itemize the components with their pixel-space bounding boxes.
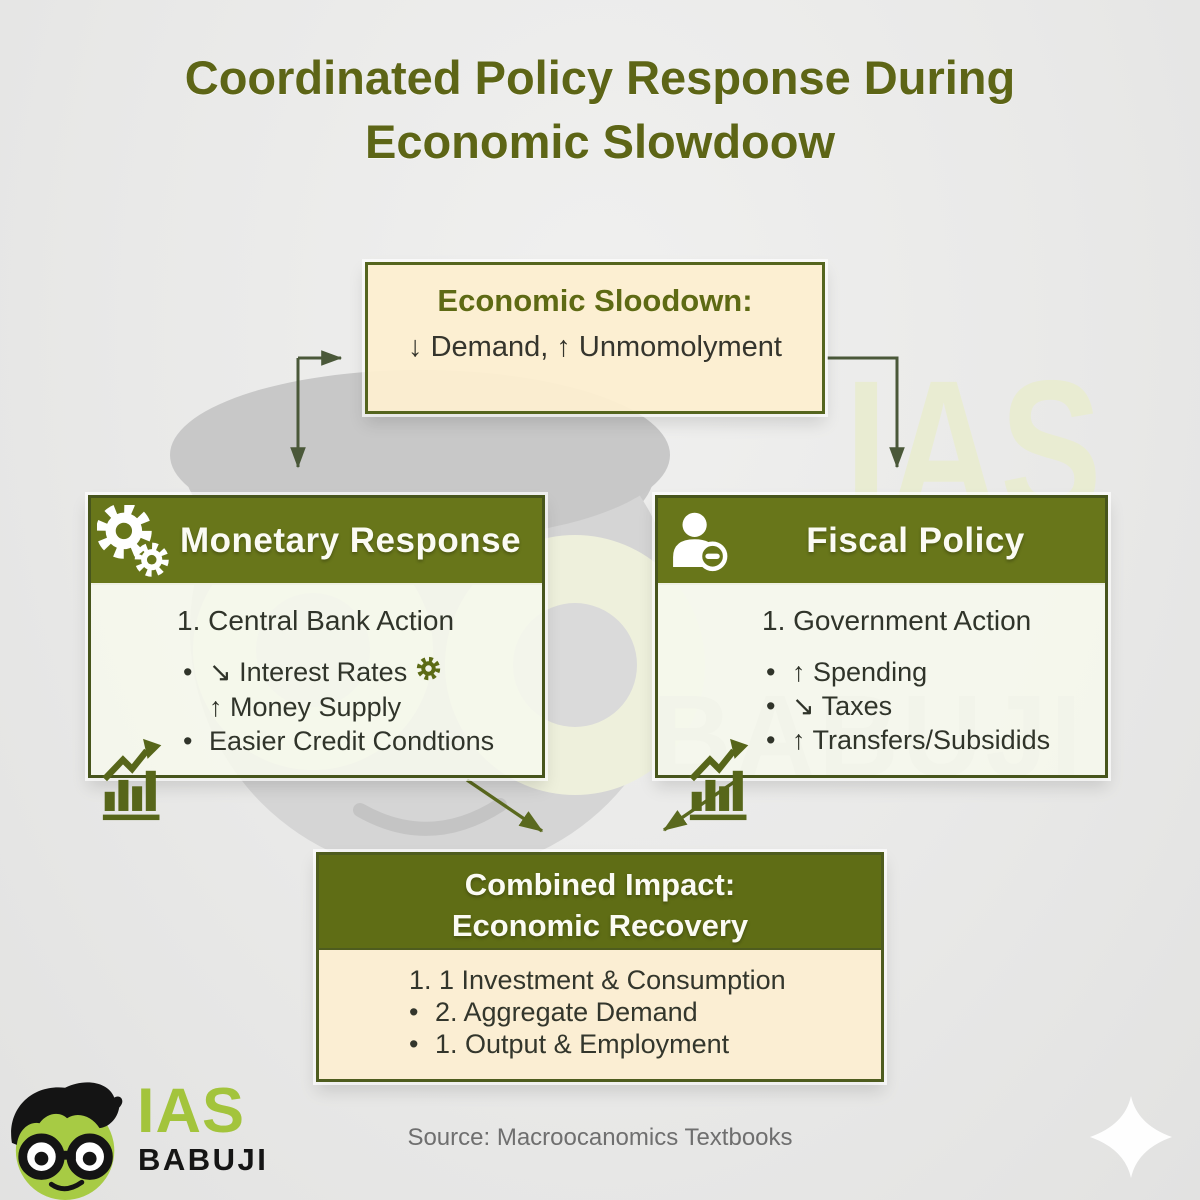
bullet-marker: • bbox=[766, 725, 776, 755]
source-text: Source: Macroocanomics Textbooks bbox=[407, 1124, 793, 1151]
list-item-text: ↑ Spending bbox=[792, 657, 928, 687]
list-item: 1. 1 Investment & Consumption bbox=[409, 964, 881, 996]
fiscal-header: Fiscal Policy bbox=[658, 498, 1105, 585]
list-item-text: ↘ Interest Rates bbox=[209, 657, 408, 687]
combined-bullet-list: 1. 1 Investment & Consumption • 2. Aggre… bbox=[319, 964, 881, 1060]
list-item: • ↘ Interest Rates bbox=[183, 655, 542, 690]
combined-body: 1. 1 Investment & Consumption • 2. Aggre… bbox=[319, 948, 881, 1079]
combined-impact-box: Combined Impact: Economic Recovery 1. 1 … bbox=[316, 852, 884, 1082]
person-minus-icon bbox=[658, 506, 742, 576]
logo-ias-text: IAS bbox=[137, 1076, 246, 1146]
list-item: • ↑ Spending bbox=[766, 655, 1105, 689]
bullet-marker: • bbox=[183, 657, 193, 687]
monetary-header-title: Monetary Response bbox=[179, 520, 522, 560]
bullet-marker: • bbox=[766, 657, 776, 687]
list-item-text: ↘ Taxes bbox=[792, 691, 893, 721]
bar-chart-growth-icon bbox=[101, 737, 165, 826]
fiscal-body: 1. Government Action • ↑ Spending bbox=[658, 585, 1105, 821]
monetary-header: Monetary Response bbox=[91, 498, 542, 585]
list-item-text: 2. Aggregate Demand bbox=[435, 997, 698, 1027]
fiscal-numbered-item: 1. Government Action bbox=[762, 605, 1032, 636]
bullet-marker: • bbox=[183, 726, 193, 756]
combined-header-line2: Economic Recovery bbox=[451, 908, 749, 943]
page-title: Coordinated Policy Response During Econo… bbox=[0, 46, 1200, 174]
slowdown-box-subtitle: ↓ Demand, ↑ Unmomolyment bbox=[408, 331, 782, 363]
fiscal-header-title: Fiscal Policy bbox=[806, 520, 1025, 560]
list-item: • 2. Aggregate Demand bbox=[409, 996, 881, 1028]
gears-icon bbox=[91, 504, 175, 577]
monetary-response-box: Monetary Response 1. Central Bank Action… bbox=[88, 495, 545, 821]
fiscal-bullet-list: • ↑ Spending • ↘ Taxes • ↑ Transfers/Sub… bbox=[658, 655, 1105, 757]
list-item-text: ↑ Transfers/Subsidids bbox=[792, 725, 1051, 755]
bullet-marker bbox=[183, 690, 209, 724]
bar-chart-growth-icon bbox=[688, 737, 752, 826]
list-item-text: Easier Credit Condtions bbox=[209, 726, 495, 756]
list-item: • 1. Output & Employment bbox=[409, 1028, 881, 1060]
list-item-text: 1. Output & Employment bbox=[435, 1029, 730, 1059]
list-item-text: ↑ Money Supply bbox=[209, 692, 402, 722]
bullet-marker: • bbox=[409, 997, 419, 1027]
arrow-monetary-to-combined bbox=[466, 778, 544, 833]
economic-slowdown-box: Economic Sloodown: ↓ Demand, ↑ Unmomolym… bbox=[365, 262, 825, 414]
arrow-slowdown-to-fiscal bbox=[827, 356, 905, 469]
list-item-text: 1. 1 Investment & Consumption bbox=[409, 965, 786, 995]
boy-with-glasses-mascot-icon bbox=[11, 1082, 123, 1200]
ias-babuji-logo: IAS BABUJI bbox=[6, 1074, 306, 1200]
list-item: • Easier Credit Condtions bbox=[183, 724, 542, 758]
monetary-bullet-list: • ↘ Interest Rates ↑ Money Supply bbox=[91, 655, 542, 758]
monetary-body: 1. Central Bank Action • ↘ Interest Rate… bbox=[91, 585, 542, 821]
slowdown-box-title: Economic Sloodown: bbox=[437, 283, 753, 318]
logo-babuji-text: BABUJI bbox=[138, 1142, 269, 1177]
list-item: • ↘ Taxes bbox=[766, 689, 1105, 723]
page-title-line2: Economic Slowdoow bbox=[364, 115, 836, 168]
combined-header-line1: Combined Impact: bbox=[464, 867, 736, 902]
sparkle-icon bbox=[1090, 1096, 1172, 1183]
gear-icon bbox=[415, 655, 442, 690]
bullet-marker: • bbox=[409, 1029, 419, 1059]
combined-header: Combined Impact: Economic Recovery bbox=[319, 855, 881, 957]
page-title-line1: Coordinated Policy Response During bbox=[184, 51, 1016, 104]
list-item: • ↑ Transfers/Subsidids bbox=[766, 723, 1105, 757]
monetary-numbered-item: 1. Central Bank Action bbox=[177, 605, 455, 636]
list-item: ↑ Money Supply bbox=[183, 690, 542, 724]
bullet-marker: • bbox=[766, 691, 776, 721]
fiscal-policy-box: Fiscal Policy 1. Government Action • ↑ bbox=[655, 495, 1108, 821]
